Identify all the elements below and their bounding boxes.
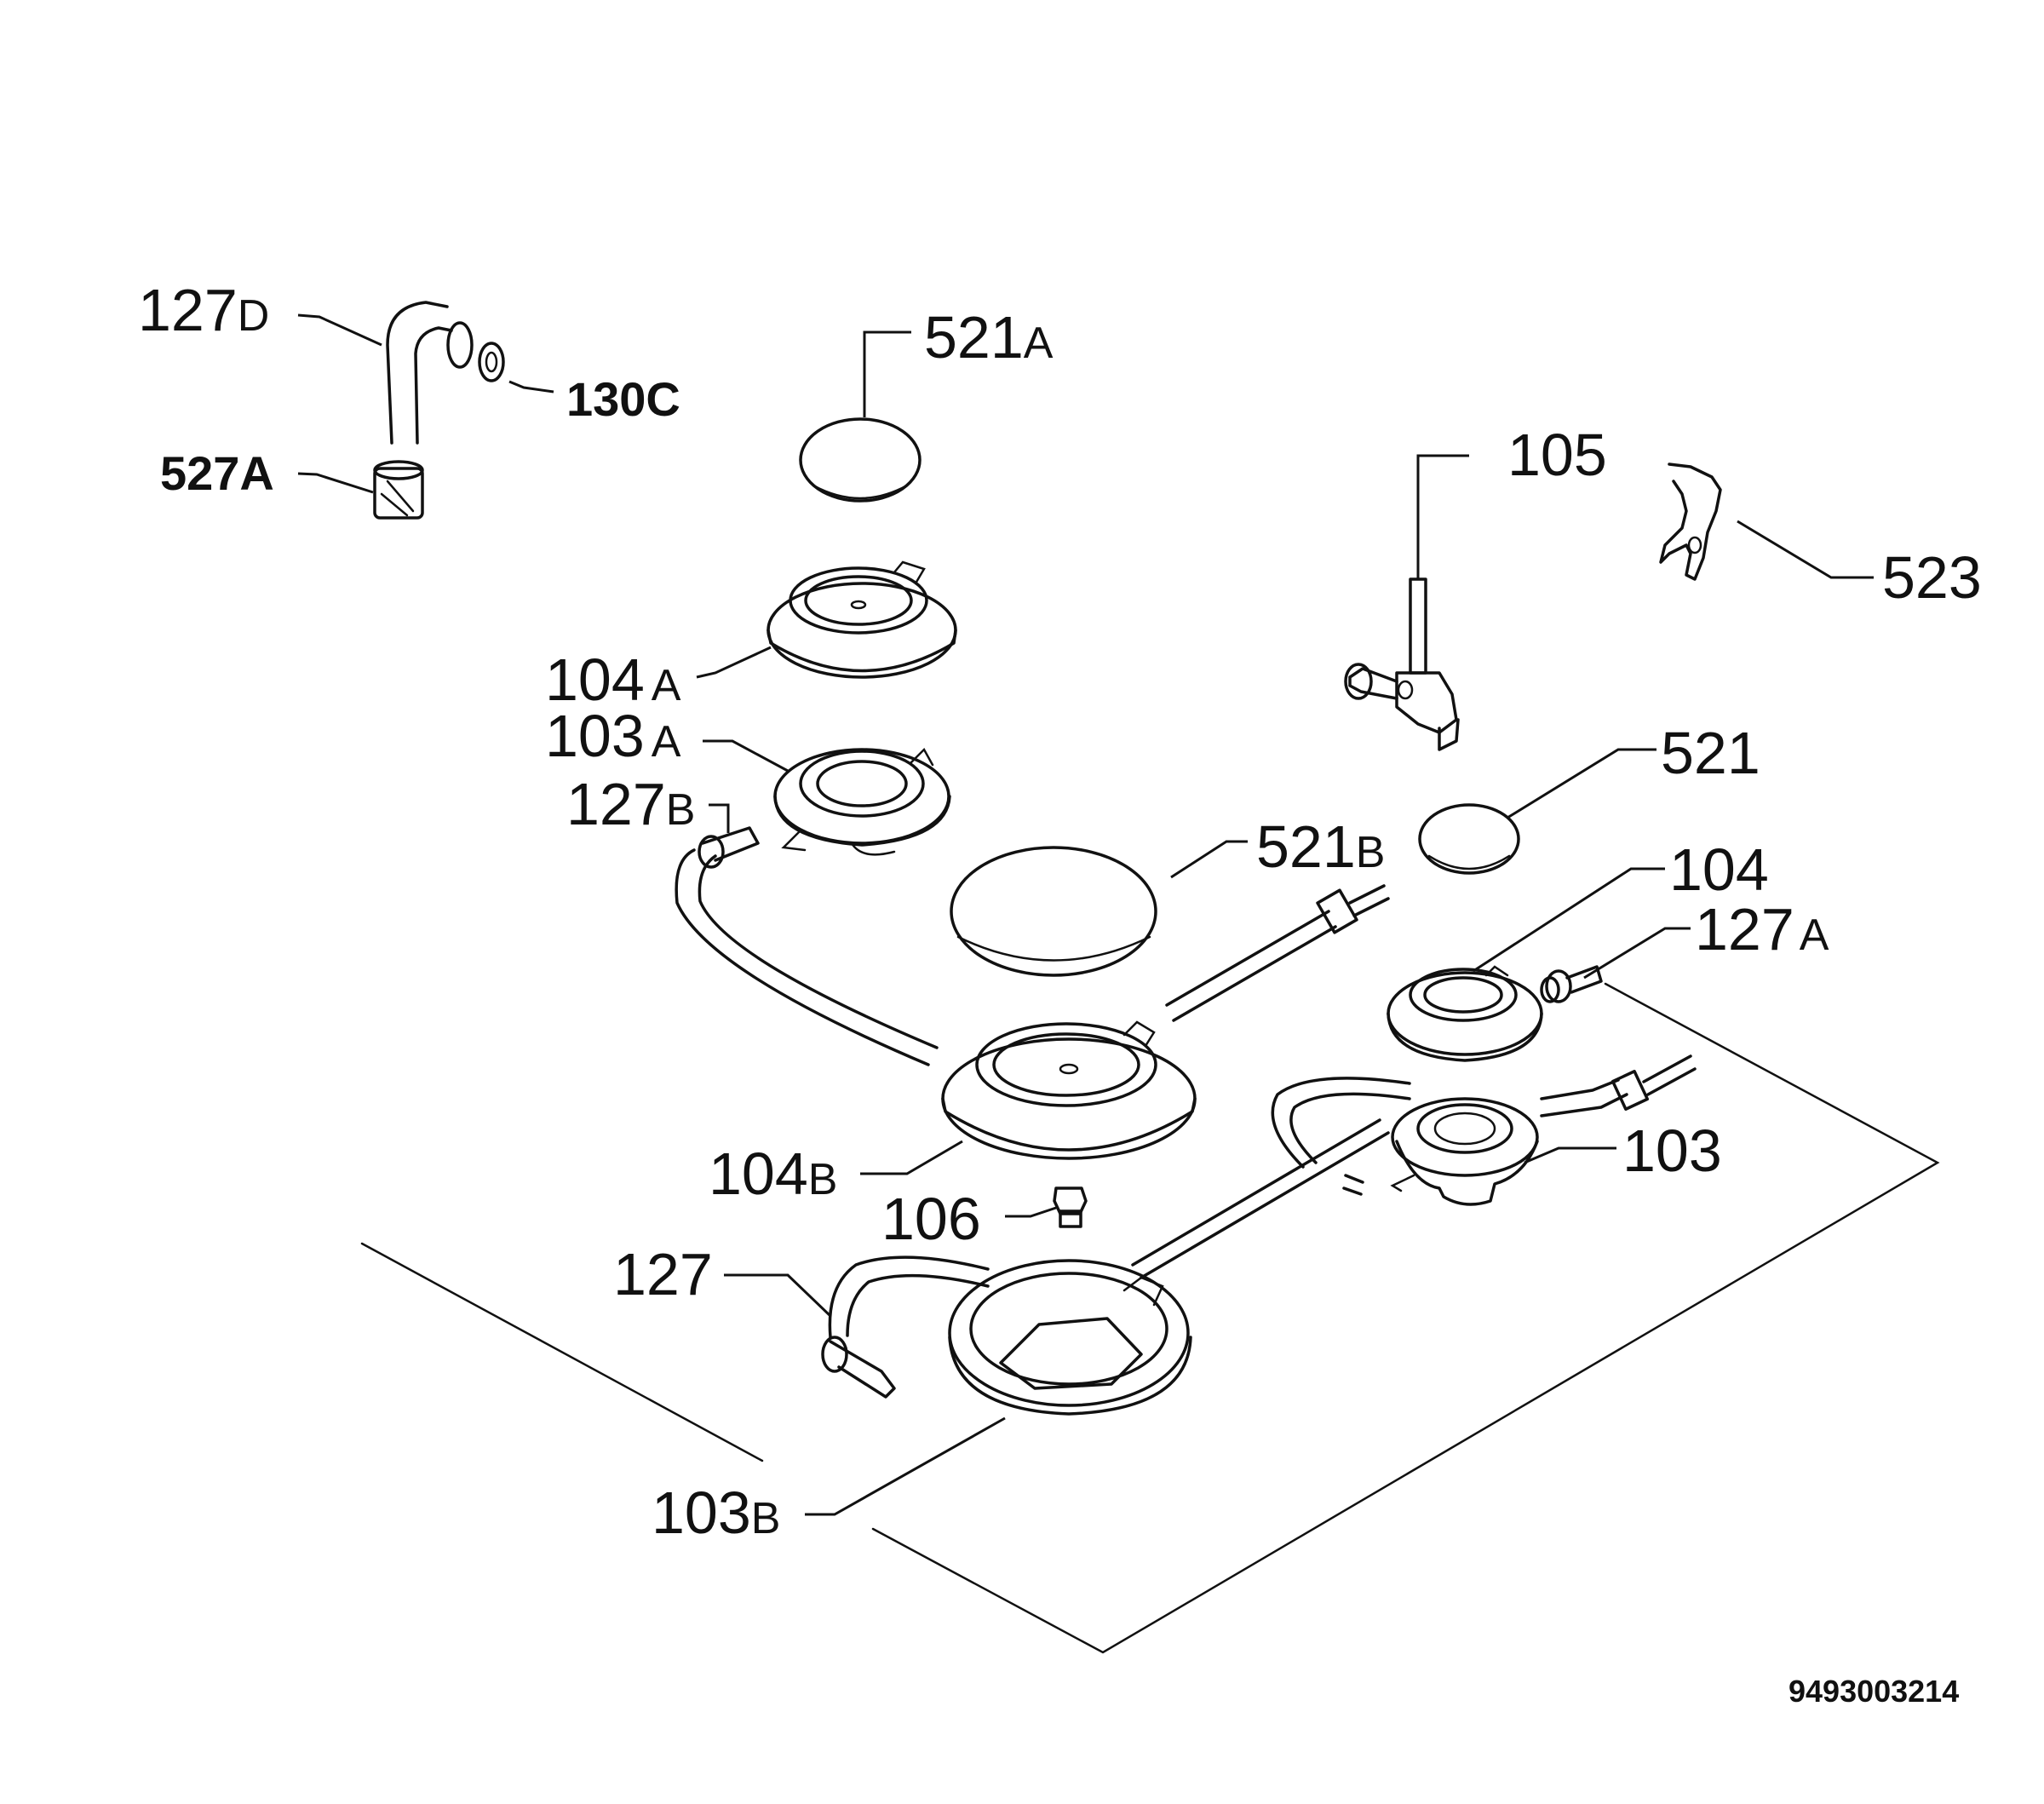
injector-pipe-upper [1165,884,1390,1022]
gas-pipe-127a [1540,965,1603,1003]
label-104b: 104B [709,1140,837,1207]
burner-head-104b [941,1020,1197,1160]
label-105: 105 [1507,422,1607,488]
burner-base-103a [773,747,951,856]
injector-106 [1053,1186,1088,1228]
hob-outline [360,982,1940,1654]
label-523: 523 [1882,544,1982,611]
drawing-code: 9493003214 [1788,1674,1959,1709]
burner-cap-521b [950,846,1157,977]
elbow-pipe-127d [386,301,505,445]
gas-pipe-right [1271,1054,1697,1169]
gas-pipe-127 [821,1255,990,1399]
label-104: 104 [1669,836,1769,903]
gas-pipe-127b [675,826,939,1066]
gas-tap-105 [1344,577,1460,751]
burner-base-103b [948,1259,1192,1416]
label-527a: 527A [160,446,274,500]
label-521b: 521B [1256,813,1385,880]
label-521: 521 [1661,720,1760,786]
label-103: 103 [1622,1117,1722,1184]
bracket-523 [1659,462,1722,581]
label-130c: 130C [566,372,680,426]
label-521a: 521A [924,304,1054,371]
label-127b: 127B [566,771,695,837]
burner-head-104a [766,560,957,679]
label-127: 127 [613,1241,713,1307]
nut-527a [373,460,424,520]
burner-base-103 [1342,1097,1539,1206]
label-106: 106 [881,1186,981,1252]
injector-pipe-lower [1131,1118,1390,1279]
label-127d: 127D [138,277,269,343]
label-103b: 103B [652,1479,780,1546]
burner-head-104 [1387,965,1543,1062]
leader-lines [297,313,1874,1516]
burner-cap-521a [799,417,922,503]
burner-cap-521 [1418,803,1520,875]
